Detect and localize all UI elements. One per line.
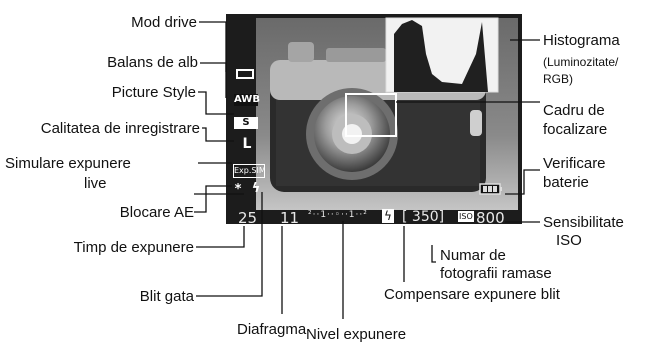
exposure-sim-icon: Exp.SIM bbox=[233, 164, 265, 178]
drive-mode-icon bbox=[236, 69, 254, 79]
label-iso-line2: ISO bbox=[556, 232, 582, 249]
label-shots-remaining-line2: fotografii ramase bbox=[440, 265, 552, 282]
camera-photo bbox=[226, 14, 522, 224]
label-recording-quality: Calitatea de inregistrare bbox=[0, 120, 200, 137]
label-histogram-line2: (Luminozitate/ bbox=[543, 55, 618, 70]
ae-lock-icon: * bbox=[232, 184, 244, 196]
label-drive-mode: Mod drive bbox=[0, 14, 197, 31]
label-iso-line1: Sensibilitate bbox=[543, 214, 624, 231]
live-view-screen: AWB S L Exp.SIM * ϟ 25 11 ²··1··◦··1··² … bbox=[226, 14, 522, 224]
picture-style-letter: S bbox=[242, 117, 249, 128]
label-af-frame-line2: focalizare bbox=[543, 121, 607, 138]
quality-letter: L bbox=[243, 136, 252, 152]
label-ae-lock: Blocare AE bbox=[0, 204, 194, 221]
label-histogram-line3: RGB) bbox=[543, 72, 573, 87]
label-af-frame-line1: Cadru de bbox=[543, 102, 605, 119]
label-battery-line1: Verificare bbox=[543, 155, 606, 172]
white-balance-icon: AWB bbox=[234, 94, 258, 106]
iso-value: 800 bbox=[476, 209, 505, 227]
label-picture-style: Picture Style bbox=[0, 84, 196, 101]
flash-ready-icon: ϟ bbox=[250, 183, 262, 195]
label-shots-remaining-line1: Numar de bbox=[440, 247, 506, 264]
quality-icon: L bbox=[236, 138, 258, 150]
label-shutter-speed: Timp de expunere bbox=[0, 239, 194, 256]
label-histogram-line1: Histograma bbox=[543, 32, 620, 49]
flash-comp-icon: ϟ bbox=[382, 209, 394, 223]
aperture-value: 11 bbox=[280, 209, 299, 227]
label-flash-ready: Blit gata bbox=[0, 288, 194, 305]
exposure-level-scale: ²··1··◦··1··² bbox=[308, 210, 368, 220]
shutter-speed-value: 25 bbox=[238, 209, 257, 227]
label-flash-exposure-comp: Compensare expunere blit bbox=[384, 286, 560, 303]
label-aperture: Diafragma bbox=[237, 321, 306, 338]
label-exposure-level: Nivel expunere bbox=[306, 326, 406, 343]
label-exposure-sim-line2: live bbox=[84, 175, 107, 192]
iso-badge-icon: ISO bbox=[458, 211, 474, 222]
label-white-balance: Balans de alb bbox=[0, 54, 198, 71]
shots-remaining-value: [ 350] bbox=[402, 209, 444, 225]
label-battery-line2: baterie bbox=[543, 174, 589, 191]
label-exposure-sim-line1: Simulare expunere bbox=[5, 155, 131, 172]
picture-style-icon: S bbox=[234, 117, 258, 129]
